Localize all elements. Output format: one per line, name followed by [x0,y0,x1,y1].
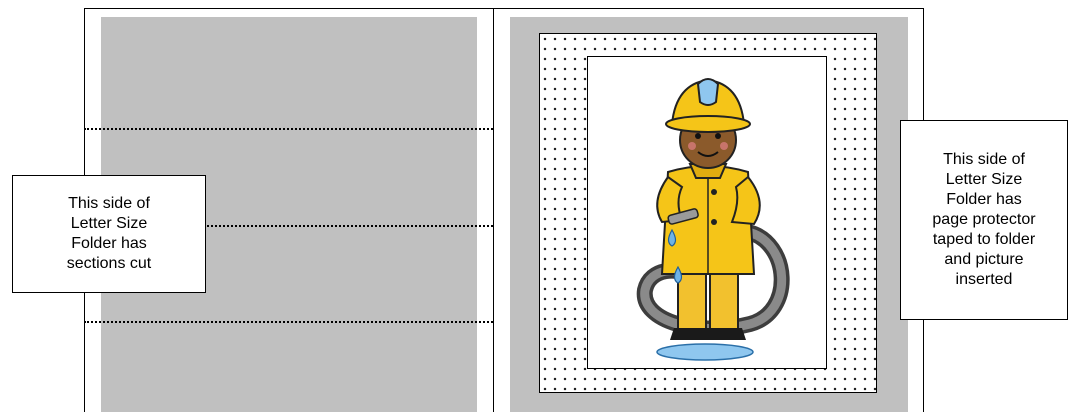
folder-spine [493,8,494,412]
cut-line [84,128,493,130]
callout-line: Letter Size [67,214,151,234]
callout-line: taped to folder [932,230,1035,250]
callout-line: and picture [932,250,1035,270]
callout-line: This side of [932,150,1035,170]
helmet-badge [698,79,718,105]
callout-line: Folder has [67,234,151,254]
cut-line [84,321,493,323]
right-side-callout: This side of Letter Size Folder has page… [900,120,1068,320]
water-puddle [657,344,753,360]
callout-line: This side of [67,194,151,214]
callout-line: page protector [932,210,1035,230]
left-boot [670,328,708,340]
left-side-callout: This side of Letter Size Folder has sect… [12,175,206,293]
callout-line: inserted [932,270,1035,290]
callout-line: Letter Size [932,170,1035,190]
callout-line: Folder has [932,190,1035,210]
right-boot [708,328,746,340]
callout-line: sections cut [67,254,151,274]
firefighter-clipart [620,62,800,362]
